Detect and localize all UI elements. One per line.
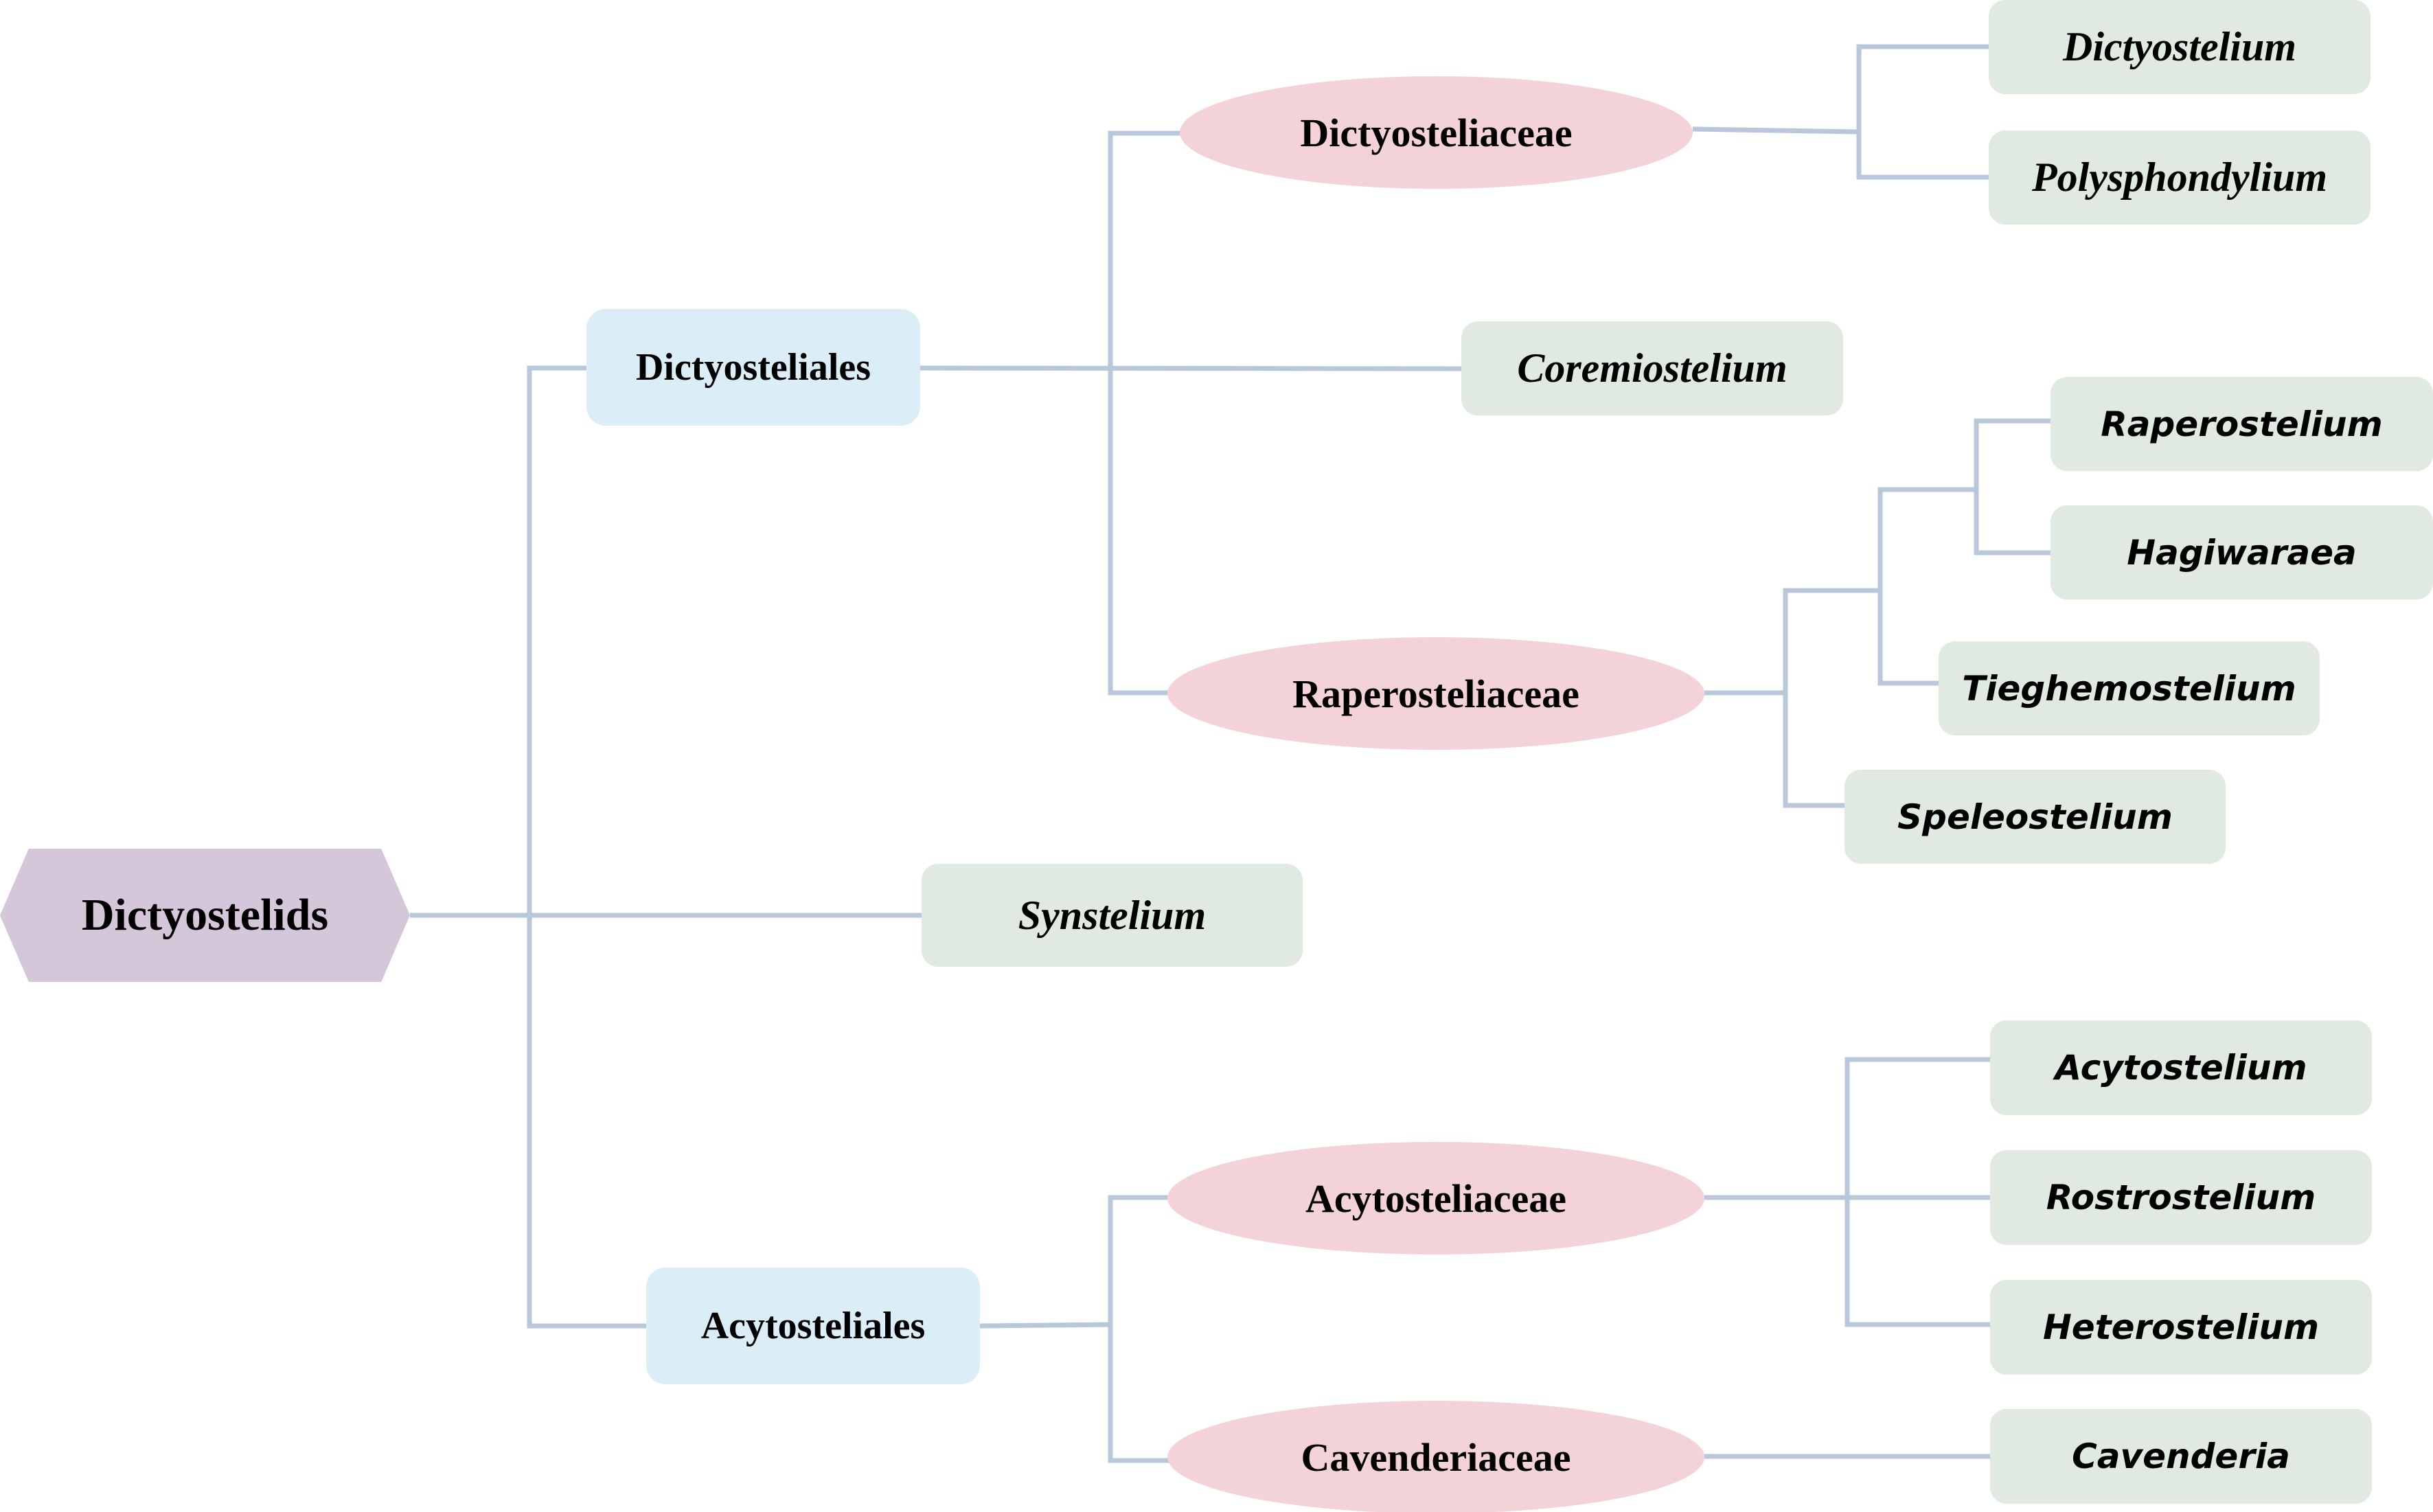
genus-node-hagiwaraea: Hagiwaraea <box>2051 505 2433 599</box>
genus-label: Coremiostelium <box>1517 345 1787 391</box>
root-label: Dictyostelids <box>81 890 329 940</box>
edge-acytosteliales-stem <box>979 1322 1111 1329</box>
genus-label: Rostrostelium <box>2046 1178 2316 1217</box>
genus-label: Dictyostelium <box>2063 24 2296 69</box>
family-node-acytosteliaceae: Acytosteliaceae <box>1167 1142 1704 1255</box>
family-label: Dictyosteliaceae <box>1300 110 1573 155</box>
order-node-dictyosteliales: Dictyosteliales <box>586 309 920 426</box>
edge-acytosteliales-vertical <box>1108 1195 1171 1463</box>
genus-node-polysphondylium: Polysphondylium <box>1989 130 2371 225</box>
family-label: Raperosteliaceae <box>1292 671 1579 716</box>
genus-node-rostrostelium: Rostrostelium <box>1990 1150 2372 1245</box>
genus-node-dictyostelium: Dictyostelium <box>1989 0 2371 94</box>
edge-acytosteliaceae-split <box>1844 1057 1990 1327</box>
genus-label: Cavenderia <box>2072 1436 2290 1476</box>
root-node-dictyostelids: Dictyostelids <box>0 849 410 982</box>
genus-label: Acytostelium <box>2055 1048 2307 1088</box>
family-label: Acytosteliaceae <box>1305 1176 1567 1221</box>
genus-label: Heterostelium <box>2042 1307 2320 1347</box>
genus-node-synstelium: Synstelium <box>922 864 1303 967</box>
genus-node-cavenderia: Cavenderia <box>1990 1409 2372 1504</box>
genus-node-raperostelium: Raperostelium <box>2051 377 2433 471</box>
genus-node-acytostelium: Acytostelium <box>1990 1020 2372 1115</box>
edge-dictyosteliaceae-split <box>1856 44 1989 180</box>
family-node-raperosteliaceae: Raperosteliaceae <box>1167 637 1704 750</box>
edge-dictyosteliaceae-stem <box>1692 126 1860 135</box>
genus-label: Tieghemostelium <box>1962 668 2296 709</box>
genus-label: Hagiwaraea <box>2127 532 2357 573</box>
genus-label: Raperostelium <box>2101 404 2383 444</box>
edge-raperosteliaceae-split1 <box>1783 588 1880 808</box>
order-label: Dictyosteliales <box>635 346 871 389</box>
genus-label: Speleostelium <box>1897 797 2173 837</box>
genus-node-coremiostelium: Coremiostelium <box>1461 321 1843 415</box>
edge-raperosteliaceae-split2 <box>1877 487 1976 686</box>
edge-raperosteliaceae-split3 <box>1974 418 2051 555</box>
edge-root-vertical <box>527 365 646 1329</box>
genus-node-tieghemostelium: Tieghemostelium <box>1939 641 2320 735</box>
genus-label: Synstelium <box>1018 892 1207 938</box>
genus-node-heterostelium: Heterostelium <box>1990 1280 2372 1375</box>
order-node-acytosteliales: Acytosteliales <box>646 1268 980 1384</box>
edge-dictyosteliales-coremiostelium <box>919 365 1462 371</box>
family-label: Cavenderiaceae <box>1301 1434 1571 1480</box>
order-label: Acytosteliales <box>700 1305 926 1347</box>
family-node-dictyosteliaceae: Dictyosteliaceae <box>1180 76 1693 189</box>
edge-dictyosteliales-vertical <box>1108 130 1188 696</box>
genus-node-speleostelium: Speleostelium <box>1844 770 2226 864</box>
family-node-cavenderiaceae: Cavenderiaceae <box>1167 1401 1704 1512</box>
genus-label: Polysphondylium <box>2031 154 2328 200</box>
